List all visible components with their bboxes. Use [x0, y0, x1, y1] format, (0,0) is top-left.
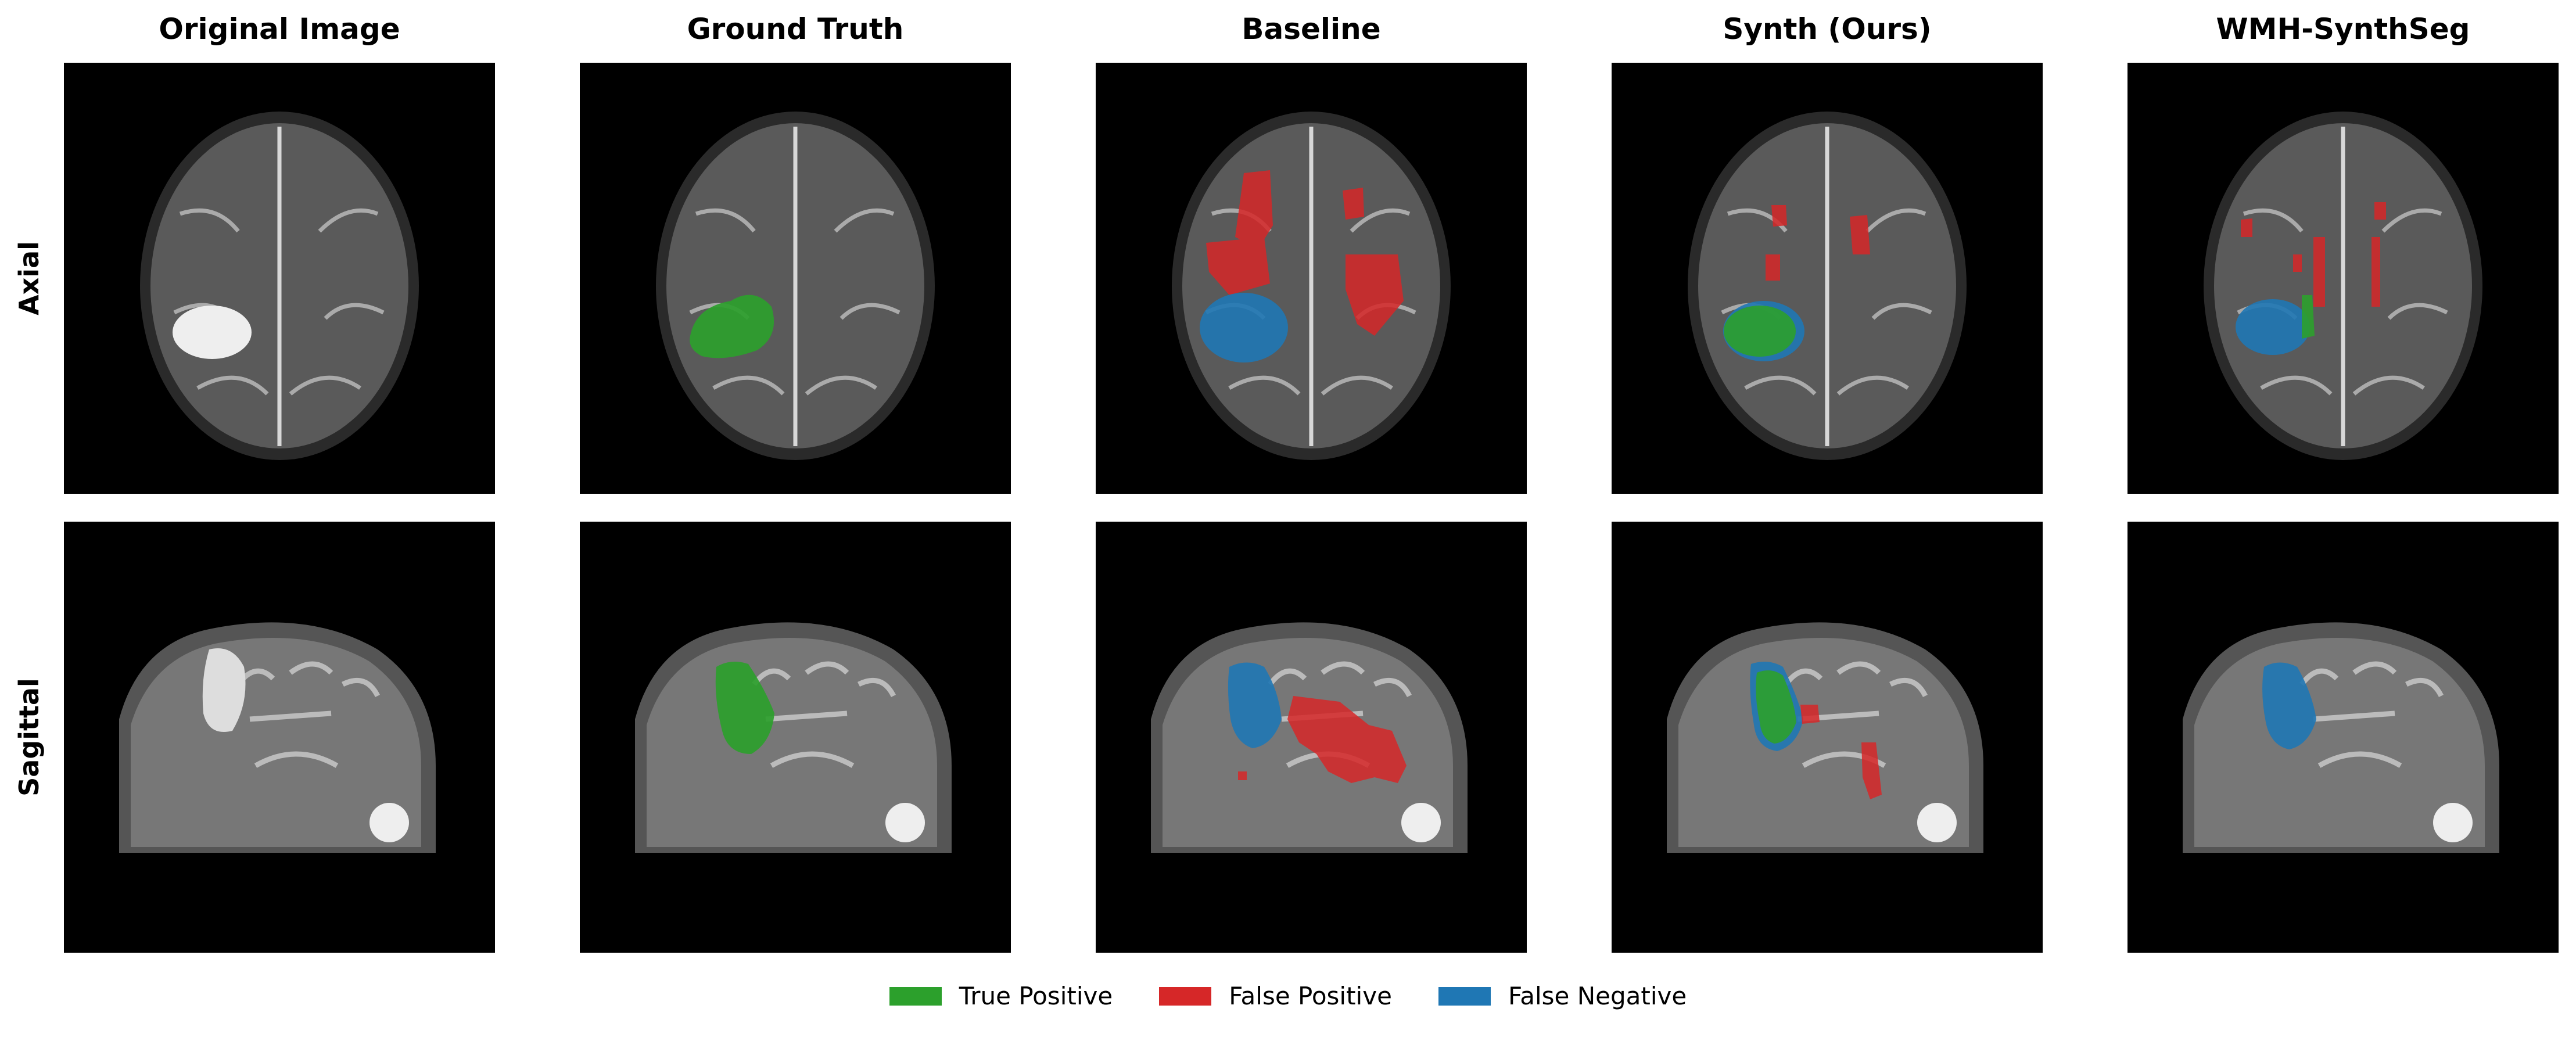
axial-brain-image — [1172, 112, 1451, 460]
false-negative-region — [2236, 299, 2310, 355]
sagittal-brain-image — [2183, 622, 2499, 953]
true-positive-region — [1724, 306, 1796, 357]
panel-sagittal-synth-ours — [1612, 522, 2043, 953]
false-positive-region — [1206, 170, 1404, 336]
false-positive-region — [1800, 705, 1882, 799]
false-positive-region — [1766, 205, 1870, 281]
column-title-ground-truth: Ground Truth — [687, 12, 904, 46]
true-positive-region — [1756, 670, 1796, 744]
row-label-sagittal: Sagittal — [13, 678, 45, 796]
legend-swatch-red — [1159, 986, 1212, 1006]
false-negative-region — [1200, 293, 1288, 362]
false-positive-region — [2241, 202, 2386, 307]
column-title-wmh-synthseg: WMH-SynthSeg — [2216, 12, 2470, 46]
panel-axial-baseline — [1096, 63, 1527, 494]
legend-label: True Positive — [959, 982, 1113, 1010]
panel-sagittal-baseline — [1096, 522, 1527, 953]
true-positive-region — [2302, 295, 2315, 339]
axial-brain-image — [656, 112, 935, 460]
sagittal-brain-image — [1151, 622, 1468, 953]
panel-axial-original-image — [64, 63, 495, 494]
panel-sagittal-original-image — [64, 522, 495, 953]
panel-axial-ground-truth — [580, 63, 1011, 494]
legend-item-false-negative: False Negative — [1438, 982, 1687, 1010]
panel-sagittal-wmh-synthseg — [2127, 522, 2559, 953]
legend-swatch-blue — [1438, 986, 1491, 1006]
axial-brain-image — [2204, 112, 2482, 460]
legend-swatch-green — [889, 986, 942, 1006]
panel-sagittal-ground-truth — [580, 522, 1011, 953]
false-positive-region — [1238, 696, 1407, 783]
false-negative-region — [2262, 662, 2316, 749]
row-label-axial: Axial — [13, 241, 45, 315]
column-title-original-image: Original Image — [159, 12, 400, 46]
legend-label: False Negative — [1508, 982, 1687, 1010]
column-title-synth-ours: Synth (Ours) — [1723, 12, 1932, 46]
true-positive-region — [690, 295, 774, 358]
axial-brain-image — [1688, 112, 1967, 460]
panel-axial-wmh-synthseg — [2127, 63, 2559, 494]
legend: True Positive False Positive False Negat… — [0, 982, 2576, 1010]
panel-axial-synth-ours — [1612, 63, 2043, 494]
axial-brain-image — [140, 112, 419, 460]
column-title-baseline: Baseline — [1242, 12, 1381, 46]
legend-item-true-positive: True Positive — [889, 982, 1113, 1010]
sagittal-brain-image — [1667, 622, 1983, 953]
sagittal-brain-image — [119, 622, 436, 953]
legend-label: False Positive — [1229, 982, 1392, 1010]
legend-item-false-positive: False Positive — [1159, 982, 1392, 1010]
false-negative-region — [1228, 662, 1282, 748]
true-positive-region — [715, 662, 774, 754]
sagittal-brain-image — [635, 622, 952, 953]
